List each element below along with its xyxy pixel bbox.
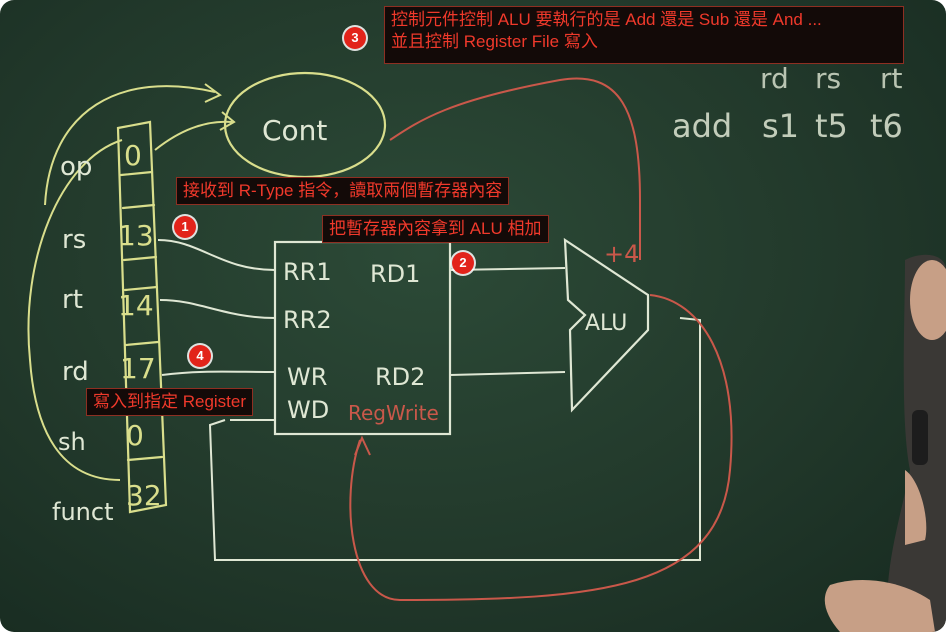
field-label: sh [58,428,86,456]
field-label: rs [62,225,86,255]
instruction-operands-group: rd rs rt [760,62,903,95]
annotation-callout-4: 寫入到指定 Register [86,388,254,416]
instruction-token: s1 [762,107,799,145]
port-label: RD2 [375,363,425,391]
field-values-group: 0 13 14 17 0 32 [118,139,162,512]
annotation-3-line-1: 控制元件控制 ALU 要執行的是 Add 還是 Sub 還是 And ... [391,10,822,29]
annotation-badge-3: 3 [344,27,366,49]
field-value: 14 [118,289,154,322]
register-ports-group: RR1 RR2 WR WD RD1 RD2 [283,258,425,424]
field-label: op [60,152,92,182]
red-chalk-lines [349,77,733,602]
field-value: 17 [120,352,156,385]
instruction-token: t5 [815,107,848,145]
lecturer-figure [824,254,946,632]
alu-op-label: +4 [604,240,639,268]
field-value: 13 [118,219,154,252]
port-label: WR [287,363,327,391]
annotation-callout-1: 接收到 R-Type 指令，讀取兩個暫存器內容 [176,177,510,205]
reg-write-label: RegWrite [348,401,439,425]
field-label: rt [62,285,83,315]
chalk-loop-left [27,139,123,481]
annotation-badge-2: 2 [452,252,474,274]
field-value: 32 [126,479,162,512]
port-label: RR2 [283,306,332,334]
instruction-group: add s1 t5 t6 [672,107,903,145]
alu-shape [563,237,650,413]
field-value: 0 [126,419,144,452]
port-label: RD1 [370,260,420,288]
field-value: 0 [124,139,142,172]
field-labels-group: op rs rt rd sh funct [52,152,113,526]
annotation-badge-4: 4 [189,345,211,367]
operand-label: rs [815,62,841,95]
control-input-arrow [154,111,236,151]
instruction-token: t6 [870,107,903,145]
port-label: WD [287,396,329,424]
alu-label: ALU [585,311,627,336]
control-label: Cont [262,114,327,147]
instruction-token: add [672,107,732,145]
annotation-3-line-2: 並且控制 Register File 寫入 [391,32,598,51]
annotation-callout-2: 把暫存器內容拿到 ALU 相加 [322,215,549,243]
field-label: funct [52,498,113,526]
chalk-arc-top [44,83,222,206]
operand-label: rd [760,62,789,95]
annotation-callout-3: 控制元件控制 ALU 要執行的是 Add 還是 Sub 還是 And ... 並… [384,6,904,64]
annotation-badge-1: 1 [174,216,196,238]
operand-label: rt [880,62,903,95]
field-label: rd [62,357,89,387]
port-label: RR1 [283,258,332,286]
